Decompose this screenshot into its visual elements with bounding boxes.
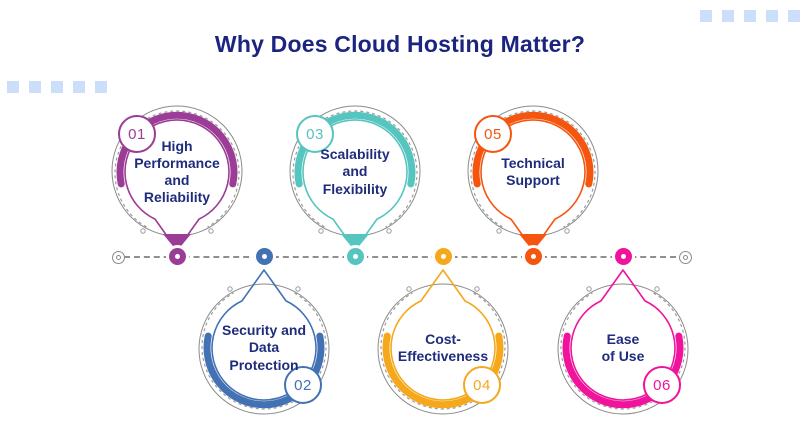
pointer-triangle-icon bbox=[163, 234, 191, 251]
milestone-circle-graphic bbox=[467, 105, 599, 251]
timeline-dot-06 bbox=[614, 248, 632, 265]
milestone-item-01: 01 High Performance and Reliability bbox=[102, 94, 252, 284]
timeline-dot-02 bbox=[255, 248, 273, 265]
milestone-number-badge: 01 bbox=[118, 115, 156, 153]
timeline-dashed-line bbox=[124, 256, 676, 258]
milestone-item-03: 03 Scalability and Flexibility bbox=[280, 94, 430, 284]
milestone-circle-graphic bbox=[557, 269, 689, 415]
milestone-label: Scalability and Flexibility bbox=[320, 146, 390, 197]
decor-squares-left bbox=[7, 81, 107, 93]
decor-square bbox=[51, 81, 63, 93]
milestone-number-badge: 06 bbox=[643, 366, 681, 404]
page-title: Why Does Cloud Hosting Matter? bbox=[214, 31, 586, 57]
milestone-circle-graphic bbox=[111, 105, 243, 251]
milestone-circle-graphic bbox=[198, 269, 330, 415]
milestone-label: High Performance and Reliability bbox=[134, 137, 220, 206]
milestone-circle-graphic bbox=[289, 105, 421, 251]
milestone-item-02: 02 Security and Data Protection bbox=[189, 236, 339, 426]
pointer-triangle-icon bbox=[341, 234, 369, 251]
milestone-label: Cost- Effectiveness bbox=[397, 330, 489, 364]
decor-square bbox=[722, 10, 734, 22]
decor-square bbox=[700, 10, 712, 22]
milestone-circle-graphic bbox=[377, 269, 509, 415]
milestone-number-badge: 03 bbox=[296, 115, 334, 153]
decor-square bbox=[29, 81, 41, 93]
decor-square bbox=[73, 81, 85, 93]
timeline-end-target-icon bbox=[679, 251, 692, 264]
milestone-number-badge: 04 bbox=[463, 366, 501, 404]
milestone-label: Technical Support bbox=[501, 154, 565, 188]
milestone-item-06: 06 Ease of Use bbox=[548, 236, 698, 426]
decor-square bbox=[766, 10, 778, 22]
milestone-label: Security and Data Protection bbox=[221, 322, 307, 373]
decor-square bbox=[95, 81, 107, 93]
milestone-number-badge: 02 bbox=[284, 366, 322, 404]
milestone-item-05: 05 Technical Support bbox=[458, 94, 608, 284]
pointer-triangle-icon bbox=[519, 234, 547, 251]
timeline-dot-04 bbox=[434, 248, 452, 265]
decor-square bbox=[7, 81, 19, 93]
milestone-number-badge: 05 bbox=[474, 115, 512, 153]
milestone-label: Ease of Use bbox=[601, 330, 645, 364]
decor-square bbox=[744, 10, 756, 22]
timeline-dot-03 bbox=[346, 248, 364, 265]
decor-squares-top-right bbox=[700, 10, 800, 22]
decor-square bbox=[788, 10, 800, 22]
timeline-start-target-icon bbox=[112, 251, 125, 264]
milestone-item-04: 04 Cost- Effectiveness bbox=[368, 236, 518, 426]
timeline-dot-01 bbox=[168, 248, 186, 265]
timeline-dot-05 bbox=[524, 248, 542, 265]
